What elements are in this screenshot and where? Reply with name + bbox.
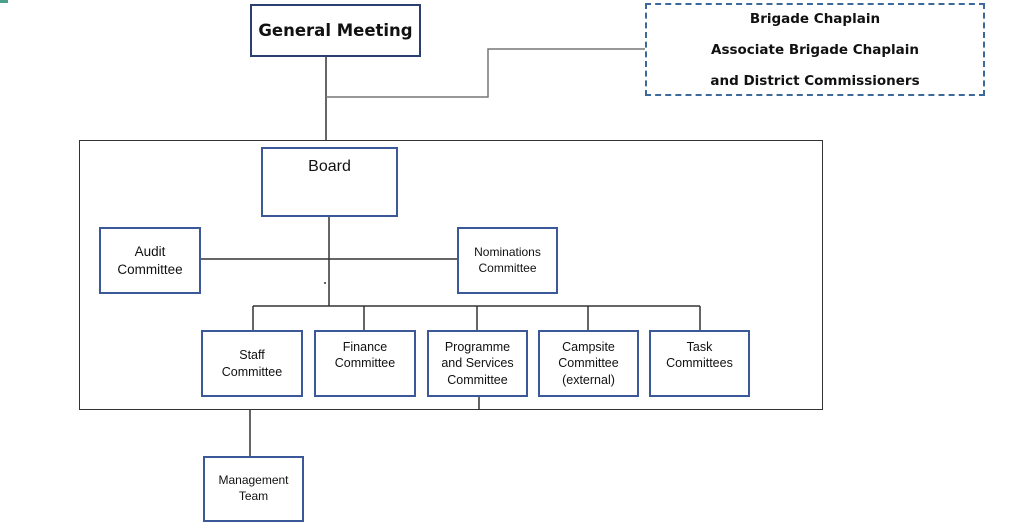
staff-committee-label: Staff Committee (221, 348, 283, 379)
dot-mark (324, 282, 326, 284)
board-box: Board (261, 147, 398, 217)
management-team-box: Management Team (203, 456, 304, 522)
programme-committee-box: Programme and Services Committee (427, 330, 528, 397)
chaplain-line-3: and District Commissioners (710, 73, 920, 89)
nominations-committee-label: Nominations Committee (474, 244, 541, 275)
connector-chaplains (326, 48, 646, 98)
campsite-committee-label: Campsite Committee (external) (558, 340, 619, 387)
chaplains-box: Brigade Chaplain Associate Brigade Chapl… (645, 3, 985, 96)
audit-committee-box: Audit Committee (99, 227, 201, 294)
chaplain-line-2: Associate Brigade Chaplain (711, 42, 919, 58)
programme-committee-label: Programme and Services Committee (441, 340, 514, 387)
task-committees-label: Task Committees (666, 340, 733, 371)
management-team-label: Management Team (218, 473, 289, 503)
corner-accent (0, 0, 8, 3)
general-meeting-label: General Meeting (258, 20, 413, 40)
chaplain-line-1: Brigade Chaplain (749, 11, 881, 27)
nominations-committee-box: Nominations Committee (457, 227, 558, 294)
general-meeting-box: General Meeting (250, 4, 421, 57)
campsite-committee-box: Campsite Committee (external) (538, 330, 639, 397)
task-committees-box: Task Committees (649, 330, 750, 397)
board-label: Board (308, 158, 351, 175)
board-frame (79, 140, 823, 410)
staff-committee-box: Staff Committee (201, 330, 303, 397)
finance-committee-box: Finance Committee (314, 330, 416, 397)
finance-committee-label: Finance Committee (334, 340, 396, 371)
audit-committee-label: Audit Committee (117, 243, 183, 277)
